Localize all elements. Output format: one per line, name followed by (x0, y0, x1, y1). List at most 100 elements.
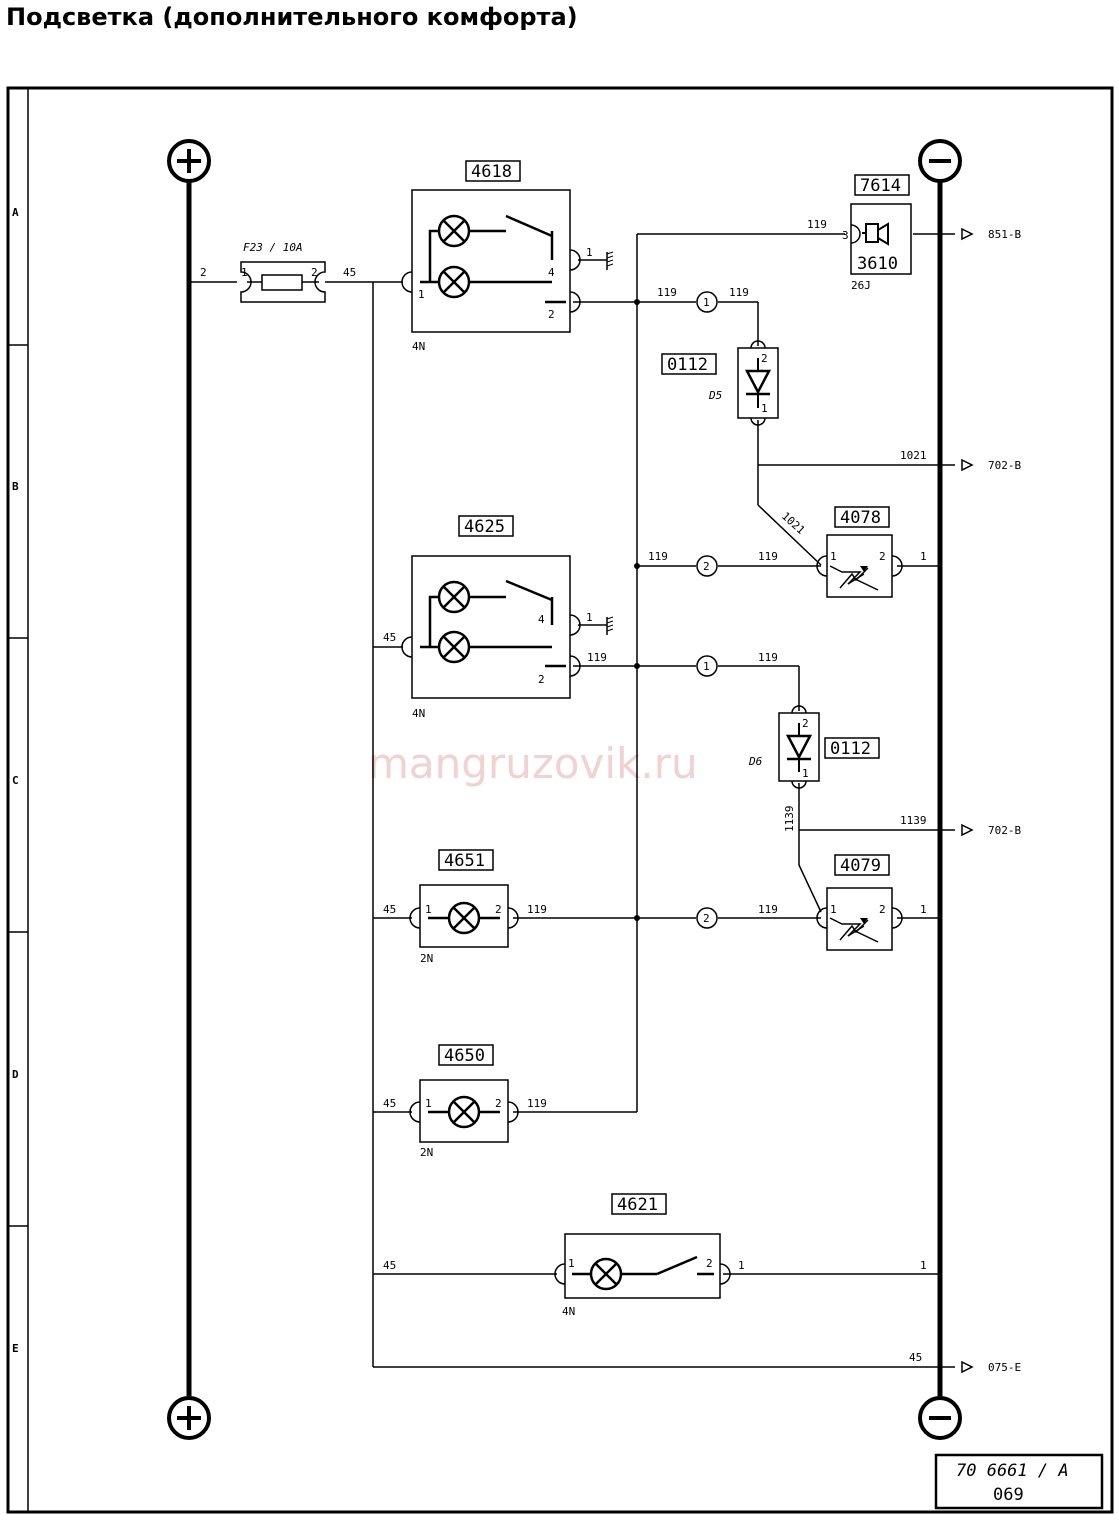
arrow-702b (961, 823, 974, 837)
doc-ref-box (934, 1453, 1104, 1510)
comp-4650-pin-1: 1 (425, 1097, 432, 1110)
comp-4618-pin-2: 2 (548, 308, 555, 321)
comp-4651-id: 4651 (444, 851, 485, 871)
comp-7614-id-box (854, 174, 910, 196)
marker-1-lower-label: 1 (703, 660, 710, 673)
watermark: mangruzovik.ru (368, 739, 698, 788)
wire-45-label: 45 (343, 266, 356, 279)
diode-d6-id-box (824, 737, 880, 759)
comp-4650-input-wire: 45 (383, 1097, 396, 1110)
row-label-d: D (12, 1068, 19, 1081)
comp-4651-id-box (438, 849, 494, 871)
comp-4079-id: 4079 (840, 856, 881, 876)
doc-ref-code: 70 6661 / A (956, 1461, 1069, 1481)
comp-4621-pin-1: 1 (568, 1257, 575, 1270)
comp-4651-input-wire: 45 (383, 903, 396, 916)
comp-4651-connector: 2N (420, 952, 433, 965)
comp-7614-connector: 26J (851, 279, 871, 292)
diode-d6-pin-2: 2 (802, 717, 809, 730)
comp-4625-id-box (458, 515, 514, 537)
marker-2-lower (696, 907, 718, 929)
row-ruler-ticks (8, 344, 28, 1227)
marker-1-lower (696, 655, 718, 677)
comp-4618 (401, 189, 614, 333)
ref-851-b: 851-B (988, 228, 1021, 241)
comp-4078-pin-2: 2 (879, 550, 886, 563)
diode-d6-id: 0112 (830, 739, 871, 759)
comp-4625-pin-2: 2 (538, 673, 545, 686)
wire-119-c: 119 (648, 550, 668, 563)
wire-119-d: 119 (758, 550, 778, 563)
wire-1139-v: 1139 (783, 806, 796, 833)
diode-d6-pin-1: 1 (802, 767, 809, 780)
comp-4621-id-box (611, 1193, 667, 1215)
fuse-pin-2: 2 (311, 266, 318, 279)
comp-4078-id: 4078 (840, 508, 881, 528)
comp-4625-id: 4625 (464, 517, 505, 537)
marker-1-upper-label: 1 (703, 296, 710, 309)
comp-4650-pin-2: 2 (495, 1097, 502, 1110)
diode-d5-pin-1: 1 (761, 402, 768, 415)
wire-119-top: 119 (807, 218, 827, 231)
comp-4618-pin-1: 1 (418, 288, 425, 301)
comp-4618-connector: 4N (412, 340, 425, 353)
diode-d5-id: 0112 (667, 355, 708, 375)
fuse-input-wire: 2 (200, 266, 207, 279)
comp-4621-id: 4621 (617, 1195, 658, 1215)
comp-7614-pin-3: 3 (842, 229, 849, 242)
marker-2-upper (696, 555, 718, 577)
comp-4078-id-box (834, 506, 890, 528)
fuse-pin-1: 1 (241, 266, 248, 279)
comp-4651-pin-2: 2 (495, 903, 502, 916)
fuse-label: F23 / 10A (243, 241, 303, 254)
arrow-851 (961, 227, 974, 241)
comp-4621 (554, 1233, 731, 1299)
row-label-c: C (12, 774, 19, 787)
diagram-frame (6, 86, 1114, 1514)
comp-7614 (850, 203, 912, 275)
comp-4079-pin-1: 1 (830, 903, 837, 916)
comp-4618-id: 4618 (471, 162, 512, 182)
marker-2-lower-label: 2 (703, 912, 710, 925)
wire-45-bottom: 45 (909, 1351, 922, 1364)
comp-4625-input-wire: 45 (383, 631, 396, 644)
comp-4078-out-wire: 1 (920, 550, 927, 563)
comp-4079-id-box (834, 854, 890, 876)
wire-119-b: 119 (729, 286, 749, 299)
row-label-e: E (12, 1342, 19, 1355)
comp-4618-ground-pin: 1 (586, 246, 593, 259)
comp-4625-ground-pin: 1 (586, 611, 593, 624)
ref-075-e: 075-E (988, 1361, 1021, 1374)
ref-702-b-lower: 702-B (988, 824, 1021, 837)
comp-4078 (816, 534, 903, 598)
comp-4650-connector: 2N (420, 1146, 433, 1159)
marker-1-upper (696, 291, 718, 313)
diode-d5-name: D5 (708, 389, 722, 402)
wire-1021-diag: 1021 (779, 510, 807, 537)
diode-d5 (737, 340, 779, 426)
comp-4625-connector: 4N (412, 707, 425, 720)
comp-4621-connector: 4N (562, 1305, 575, 1318)
wire-1139-h: 1139 (900, 814, 927, 827)
comp-4650-output-wire: 119 (527, 1097, 547, 1110)
comp-4651-pin-1: 1 (425, 903, 432, 916)
comp-4079-out-wire: 1 (920, 903, 927, 916)
comp-4625-pin-4: 4 (538, 613, 545, 626)
plus-terminal-bottom (167, 1396, 211, 1440)
diode-d5-pin-2: 2 (761, 352, 768, 365)
minus-terminal-bottom (918, 1396, 962, 1440)
comp-4650-id-box (438, 1044, 494, 1066)
wire-1021-h: 1021 (900, 449, 927, 462)
comp-4651-output-wire: 119 (527, 903, 547, 916)
page-title: Подсветка (дополнительного комфорта) (6, 3, 578, 31)
comp-4650 (409, 1079, 519, 1143)
comp-4621-output-wire: 1 (738, 1259, 745, 1272)
comp-4625 (401, 555, 614, 699)
wire-119-e: 119 (587, 651, 607, 664)
comp-4621-pin-2: 2 (706, 1257, 713, 1270)
ref-702-b-upper: 702-B (988, 459, 1021, 472)
row-label-b: B (12, 480, 19, 493)
junction-dots (634, 299, 640, 921)
comp-4621-input-wire: 45 (383, 1259, 396, 1272)
